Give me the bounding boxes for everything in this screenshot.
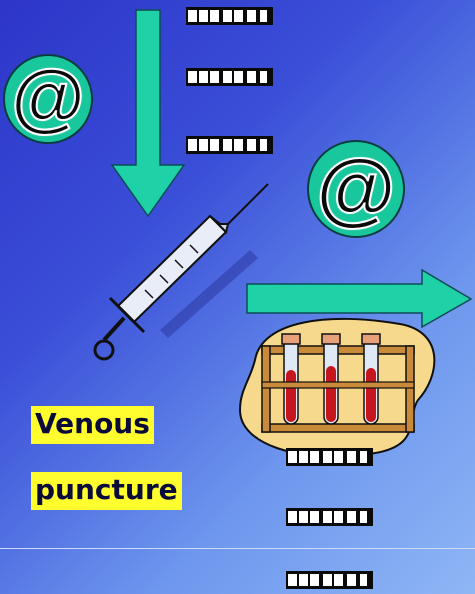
syringe-shadow [160,250,258,338]
barcode-placeholder-icon [186,136,273,154]
barcode-placeholder-icon [186,7,273,25]
right-arrow-icon [246,268,473,329]
down-arrow-icon [110,9,186,218]
syringe-icon [93,183,269,361]
label-puncture: puncture [31,472,182,511]
test-tube-rack-icon [238,317,436,458]
at-badge-left-circle [3,54,93,144]
at-sign-badge-right: @ [315,142,397,235]
barcode-placeholder-icon [286,448,373,466]
label-venous: Venous [31,406,154,445]
barcode-placeholder-icon [286,508,373,526]
barcode-placeholder-icon [186,68,273,86]
at-sign-badge-left: @ [10,54,86,141]
at-badge-right-circle [307,140,405,238]
divider-line [0,548,475,549]
barcode-placeholder-icon [286,571,373,589]
